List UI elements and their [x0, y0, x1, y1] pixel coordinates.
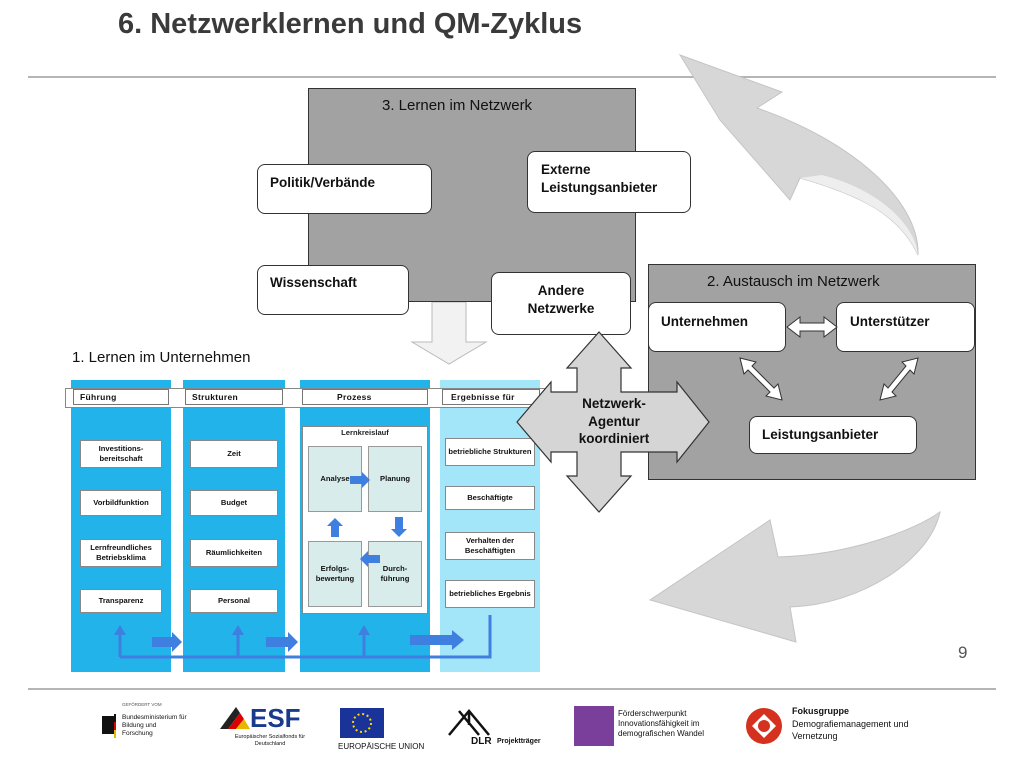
lower-cycle-arrow [648, 510, 941, 643]
politik-label: Politik/Verbände [270, 175, 376, 190]
slide-title: 6. Netzwerklernen und QM-Zyklus [118, 8, 583, 40]
esf-logo: ESF Europäischer Sozialfonds für Deutsch… [218, 703, 328, 753]
arrow-up-icon [327, 518, 343, 537]
upper-cycle-arrow [678, 54, 919, 256]
fokus-title: Fokusgruppe [792, 706, 850, 716]
bmbf-small: GEFÖRDERT VOM [122, 702, 162, 707]
leistungsanbieter-box: Leistungsanbieter [749, 416, 917, 454]
wissenschaft-box: Wissenschaft [257, 265, 409, 315]
fuehrung-item: Vorbildfunktion [80, 490, 162, 516]
fuehrung-item: Investitions-bereitschaft [80, 440, 162, 468]
lernkreislauf-title: Lernkreislauf [341, 428, 389, 437]
exchange-arrows [739, 315, 919, 401]
ergebnisse-item: Verhalten der Beschäftigten [445, 532, 535, 560]
double-arrow-diagonal-left [739, 357, 783, 401]
fokus-icon [746, 708, 782, 744]
strukturen-item: Budget [190, 490, 278, 516]
fuehrung-column [71, 380, 171, 672]
strukturen-header: Strukturen [185, 389, 283, 405]
cycle-step-erfolgsbewertung: Erfolgs-bewertung [308, 541, 362, 607]
foerder-logo: Förderschwerpunkt Innovationsfähigkeit i… [574, 706, 734, 748]
agency-line2: Agentur [588, 413, 640, 429]
eagle-icon [102, 714, 116, 738]
flow-arrows [114, 615, 492, 659]
up-arrow-icon [358, 625, 370, 635]
flow-arrow-icon [152, 632, 182, 652]
network-learning-title: 3. Lernen im Netzwerk [382, 97, 533, 114]
arrow-right-icon [350, 472, 370, 488]
unternehmen-box: Unternehmen [648, 302, 786, 352]
fuehrung-header: Führung [73, 389, 169, 405]
prozess-header: Prozess [302, 389, 428, 405]
agency-line3: koordiniert [578, 431, 650, 447]
esf-flag-icon [220, 707, 250, 729]
flow-arrow-icon [266, 632, 298, 652]
strukturen-column [183, 380, 285, 672]
dlr-text: DLR [471, 736, 492, 747]
bottom-divider [28, 688, 996, 690]
dlr-logo: DLR Projektträger [445, 705, 557, 750]
eu-flag-icon [340, 708, 384, 738]
top-divider [28, 76, 996, 78]
arrow-down-icon [391, 517, 407, 537]
fuehrung-item: Transparenz [80, 589, 162, 613]
fuehrung-item: Lernfreundliches Betriebsklima [80, 539, 162, 567]
externe-label: Externe Leistungsanbieter [541, 162, 658, 196]
strukturen-item: Personal [190, 589, 278, 613]
cycle-inner-arrows [327, 472, 407, 567]
unterstuetzer-box: Unterstützer [836, 302, 975, 352]
fokus-sub: Demografiemanagement und Vernetzung [792, 719, 909, 742]
strukturen-item: Zeit [190, 440, 278, 468]
up-arrow-icon [114, 625, 126, 635]
dlr-icon [448, 709, 490, 736]
strukturen-item: Räumlichkeiten [190, 539, 278, 567]
fokus-logo: Fokusgruppe Demografiemanagement und Ver… [744, 704, 944, 750]
exchange-title: 2. Austausch im Netzwerk [707, 273, 880, 290]
ergebnisse-item: betriebliche Strukturen [445, 438, 535, 466]
down-arrow [410, 301, 488, 365]
cycle-step-durchfuehrung: Durch-führung [368, 541, 422, 607]
wissenschaft-label: Wissenschaft [270, 275, 357, 290]
esf-sub: Europäischer Sozialfonds für Deutschland [234, 734, 306, 747]
dlr-sub: Projektträger [497, 738, 541, 745]
page-number: 9 [958, 643, 968, 662]
leistungsanbieter-label: Leistungsanbieter [762, 427, 879, 442]
unterstuetzer-label: Unterstützer [850, 314, 930, 329]
double-arrow-diagonal-right [879, 357, 919, 401]
agency-cross-arrow [516, 331, 710, 513]
andere-label: Andere Netzwerke [527, 283, 595, 317]
bmbf-logo: GEFÖRDERT VOM Bundesministerium für Bild… [100, 700, 200, 755]
company-learning-title: 1. Lernen im Unternehmen [72, 349, 251, 366]
arrow-left-icon [360, 551, 380, 567]
unternehmen-label: Unternehmen [661, 314, 749, 329]
agency-line1: Netzwerk- [582, 396, 646, 411]
foerder-text: Förderschwerpunkt Innovationsfähigkeit i… [618, 709, 704, 738]
ergebnisse-item: Beschäftigte [445, 486, 535, 510]
cycle-step-planung: Planung [368, 446, 422, 512]
andere-box: Andere Netzwerke [491, 272, 631, 335]
externe-box: Externe Leistungsanbieter [527, 151, 691, 213]
eu-text: EUROPÄISCHE UNION [338, 742, 425, 751]
flow-arrow-icon [410, 630, 464, 650]
foerder-icon [574, 706, 614, 746]
esf-text: ESF [250, 703, 301, 733]
up-arrow-icon [232, 625, 244, 635]
bmbf-text: Bundesministerium für Bildung und Forsch… [122, 714, 187, 737]
politik-box: Politik/Verbände [257, 164, 432, 214]
ergebnisse-item: betriebliches Ergebnis [445, 580, 535, 608]
agency-label: Netzwerk- Agentur koordiniert [560, 395, 668, 448]
double-arrow-horizontal [786, 315, 838, 339]
feedback-line [120, 615, 492, 659]
eu-logo: EUROPÄISCHE UNION [338, 708, 438, 756]
